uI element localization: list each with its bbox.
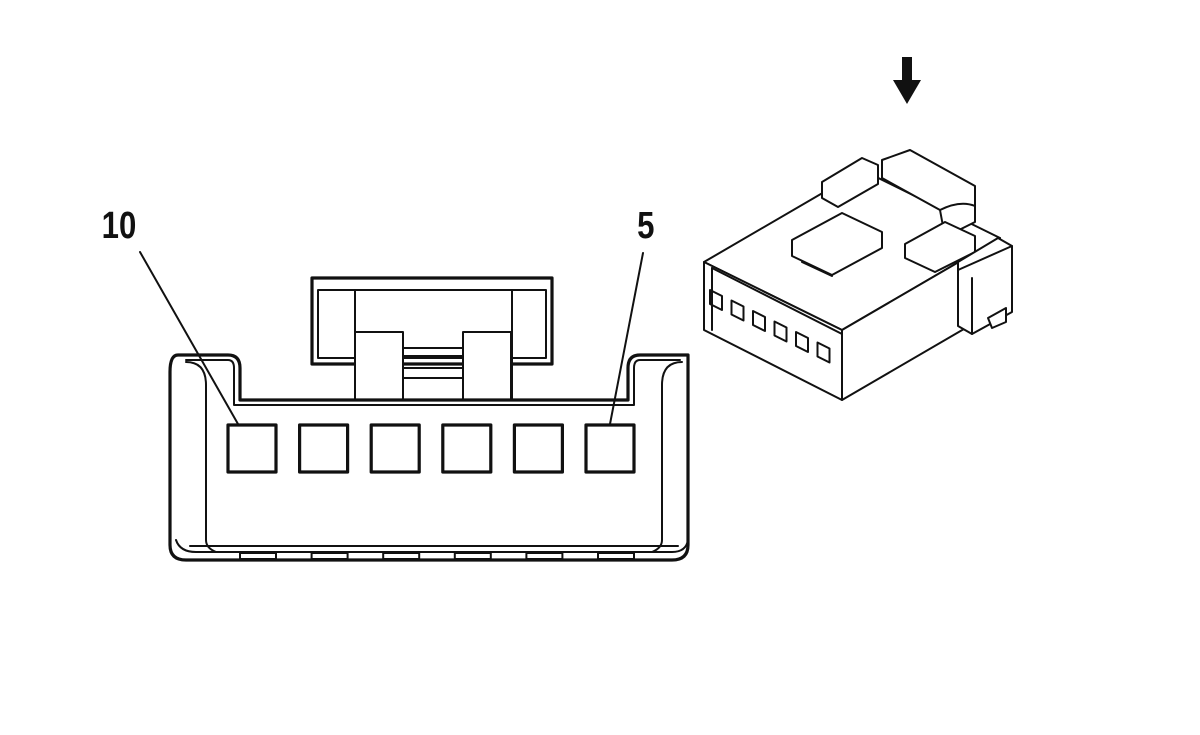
bottom-rib — [453, 552, 492, 560]
bottom-ribs — [239, 552, 635, 560]
housing-body — [168, 353, 690, 562]
bottom-rib — [525, 552, 564, 560]
pin-label-5: 5 — [637, 205, 654, 247]
bottom-rib — [239, 552, 277, 560]
down-arrow-icon — [893, 57, 921, 104]
pin-cavity — [584, 423, 636, 474]
bottom-rib — [310, 552, 349, 560]
pin-cavity — [441, 423, 493, 474]
iso-pin-cavity — [816, 341, 831, 364]
locking-latch — [310, 276, 554, 401]
pin-cavity — [512, 423, 565, 474]
iso-pin-cavity — [709, 289, 723, 311]
pin-label-10: 10 — [102, 205, 137, 247]
bottom-rib — [597, 552, 635, 560]
leader-line-pin-5 — [609, 252, 644, 425]
connector-front-view: 10 5 — [102, 205, 690, 562]
bottom-rib — [382, 552, 421, 560]
pin-cavities — [226, 423, 636, 474]
leader-line-pin-10 — [139, 251, 239, 425]
pin-cavity — [298, 423, 350, 474]
pin-cavity — [369, 423, 421, 474]
iso-pin-cavity — [730, 299, 745, 322]
connector-isometric-view — [703, 57, 1013, 401]
iso-pin-cavities — [709, 289, 831, 364]
iso-pin-cavity — [752, 310, 766, 332]
iso-pin-cavity — [795, 331, 809, 353]
iso-pin-cavity — [773, 320, 788, 343]
pin-cavity — [226, 423, 278, 474]
